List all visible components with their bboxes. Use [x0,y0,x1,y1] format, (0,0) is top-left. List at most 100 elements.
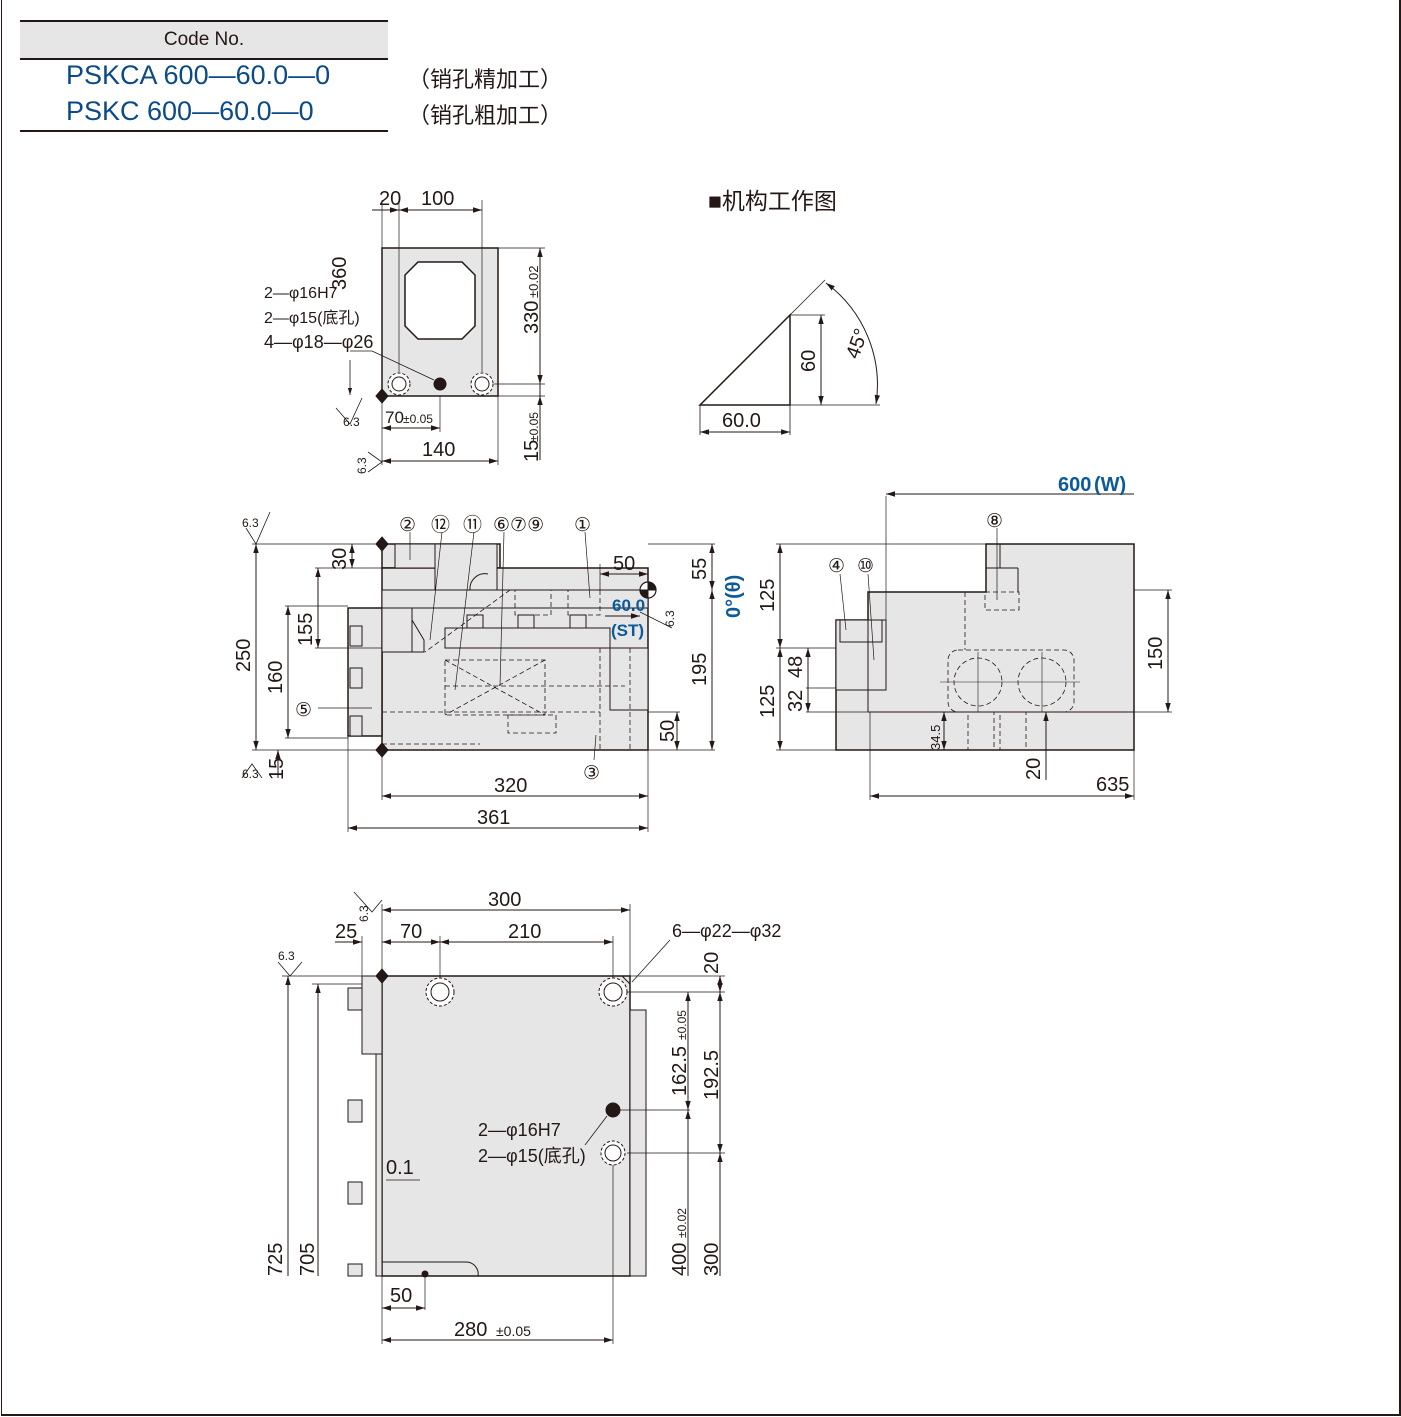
bottom-view [277,891,725,1344]
dim-100: 100 [421,188,454,210]
dim-320: 320 [494,775,527,797]
width-unit: (W) [1094,474,1126,496]
dim-192-5: 192.5 [701,1050,723,1100]
stroke-label: (ST) [611,621,644,640]
front-view [776,491,1172,800]
hole-spec-1: 2—φ16H7 [264,285,338,302]
counterbore-left-inner [391,376,407,392]
dim-162-5-tolerance: ±0.05 [675,1010,689,1040]
callout-4: ④ [828,556,845,577]
datum-marker [375,388,389,404]
dim-70-tolerance: ±0.05 [403,412,433,426]
code-number-2: PSKC 600—60.0—0 [66,96,314,126]
code-header: Code No. [20,20,388,60]
dim-20: 20 [379,188,401,210]
pin-hole-marker [433,377,447,391]
code-number-1: PSKCA 600—60.0—0 [66,60,331,90]
dim-125-top: 125 [757,579,779,612]
dim-25: 25 [335,921,357,943]
dim-50-right: 50 [657,720,679,742]
side-view-callouts: ② ⑫ ⑪ ⑥⑦⑨ ① ⑤ ③ [295,514,600,784]
angle-arc [825,282,881,405]
hole-leader [371,350,435,381]
roughness-symbol [367,451,383,473]
callout-8: ⑧ [986,511,1003,532]
stroke-value: 60.0 [612,596,645,615]
mechanism-height: 60 [798,350,820,372]
code-label: Code No. [163,29,245,50]
code-note-1: （销孔精加工） [408,68,563,93]
dim-32: 32 [785,690,807,712]
dim-330: 330 [521,301,543,334]
roughness-symbol [335,397,363,425]
roughness-value: 6.3 [357,905,371,922]
code-underline [20,130,388,132]
callout-3: ③ [583,763,600,784]
dim-20: 20 [701,952,723,974]
dim-280: 280 [454,1319,487,1341]
dim-160: 160 [265,661,287,694]
hole-leader [584,1115,608,1146]
dim-400: 400 [669,1243,691,1276]
roughness-value: 6.3 [355,457,369,474]
dim-705: 705 [297,1243,319,1276]
mechanism-title: ■机构工作图 [708,188,837,214]
callout-2: ② [399,515,416,536]
dim-400-tolerance: ±0.02 [675,1208,689,1238]
roughness-value: 6.3 [242,516,259,530]
hole-spec-1: 2—φ16H7 [478,1120,561,1140]
callout-12: ⑫ [431,514,450,536]
wedge-triangle [698,313,791,406]
dim-195: 195 [689,653,711,686]
callout-10: ⑩ [857,556,874,577]
hole-spec-top: 6—φ22—φ32 [672,921,781,941]
dim-20: 20 [1023,758,1045,780]
side-view [241,511,715,832]
dim-125-bottom: 125 [757,685,779,718]
dim-55: 55 [689,558,711,580]
mechanism-angle: 45° [842,326,873,362]
dim-360: 360 [329,257,351,290]
dim-725: 725 [265,1243,287,1276]
callout-6-7-9: ⑥⑦⑨ [493,515,544,536]
dim-48: 48 [785,656,807,678]
roughness-value: 6.3 [242,767,259,781]
dim-50-top: 50 [613,553,635,575]
dim-361: 361 [477,807,510,829]
width-label: 600 [1058,474,1091,496]
mechanism-diagram [698,279,881,435]
dim-70: 70 [385,408,404,427]
dim-330-tolerance: ±0.02 [526,266,541,298]
dim-150: 150 [1145,637,1167,670]
pin-hole-marker [605,1102,621,1118]
dim-280-tolerance: ±0.05 [496,1323,531,1339]
dim-0-1: 0.1 [386,1157,414,1179]
roughness-value: 6.3 [663,610,677,627]
dim-15: 15 [521,440,543,462]
dim-15-tolerance: ±0.05 [527,412,541,442]
hole-spec-2: 2—φ15(底孔) [264,309,360,327]
top-view [335,200,545,473]
top-view-window [404,261,476,340]
dim-30: 30 [329,548,351,570]
dim-210: 210 [508,921,541,943]
roughness-value: 6.3 [343,415,360,429]
hole-leader [631,939,671,983]
dim-34-5: 34.5 [928,725,943,750]
mechanism-base: 60.0 [722,410,761,432]
angle-label: 0°(θ) [723,575,745,618]
dim-50: 50 [390,1285,412,1307]
counterbore-right-inner [474,376,490,392]
dim-300: 300 [488,889,521,911]
callout-5: ⑤ [295,700,312,721]
dim-250: 250 [233,639,255,672]
dim-70: 70 [400,921,422,943]
dim-635: 635 [1096,774,1129,796]
roughness-value: 6.3 [278,949,295,963]
code-note-2: （销孔粗加工） [408,104,563,129]
dim-300-right: 300 [701,1243,723,1276]
dim-15: 15 [266,758,288,780]
callout-1: ① [574,515,591,536]
